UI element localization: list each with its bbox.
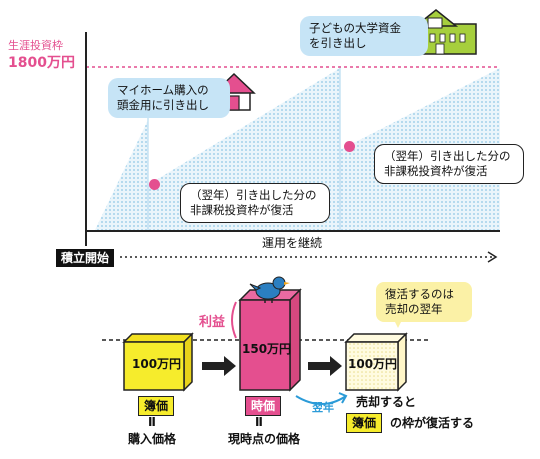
restore-dot-1 [149, 179, 160, 190]
event-college-text: 子どもの大学資金 を引き出し [309, 21, 401, 50]
box-purchase-value: 100万円 [132, 357, 182, 371]
profit-bracket [231, 301, 237, 339]
restore-text: の枠が復活する [390, 416, 475, 430]
tag-book-value-1: 簿価 [138, 396, 175, 416]
profit-label: 利益 [199, 315, 226, 330]
arrow-1 [202, 356, 236, 376]
start-label: 積立開始 [56, 249, 115, 267]
timeline-arrowhead [487, 251, 498, 263]
box-after-sale-value: 100万円 [348, 357, 398, 371]
book-value-diagram [102, 276, 430, 405]
framework-chart [85, 9, 500, 263]
bird-icon [249, 276, 290, 303]
caption-current-price: 現時点の価格 [228, 432, 301, 446]
box-after-sale [344, 332, 408, 392]
event-home-callout: マイホーム購入の 頭金用に引き出し [108, 78, 230, 118]
caption-purchase-price: 購入価格 [128, 432, 177, 446]
restore-note-1: （翌年）引き出した分の 非課税投資枠が復活 [180, 183, 330, 223]
restore-note-2-text: （翌年）引き出した分の 非課税投資枠が復活 [384, 149, 511, 178]
limit-label: 生涯投資枠 [8, 39, 63, 52]
event-home-text: マイホーム購入の 頭金用に引き出し [117, 83, 209, 112]
restore-note-1-text: （翌年）引き出した分の 非課税投資枠が復活 [190, 188, 317, 217]
next-year-label: 翌年 [312, 401, 334, 414]
continue-label: 運用を継続 [262, 236, 323, 250]
restore-timing-note: 復活するのは 売却の翌年 [376, 282, 472, 322]
arrow-2 [308, 356, 342, 376]
box-market [238, 288, 302, 392]
restore-timing-text: 復活するのは 売却の翌年 [385, 287, 454, 316]
restore-note-2: （翌年）引き出した分の 非課税投資枠が復活 [374, 144, 524, 184]
equals-2: Ⅱ [255, 415, 263, 429]
box-market-value: 150万円 [242, 342, 292, 356]
event-college-callout: 子どもの大学資金 を引き出し [300, 16, 428, 56]
growth-area-1 [95, 120, 148, 230]
tag-book-value-2: 簿価 [346, 413, 383, 433]
sell-text: 売却すると [356, 395, 417, 409]
next-year-arrow [295, 395, 347, 405]
school-icon [413, 9, 477, 55]
tag-market-value: 時価 [245, 396, 282, 416]
restore-dot-2 [344, 141, 355, 152]
box-purchase [122, 332, 194, 392]
equals-1: Ⅱ [148, 415, 156, 429]
next-year-arrowhead [338, 392, 348, 404]
limit-value: 1800万円 [8, 55, 75, 71]
